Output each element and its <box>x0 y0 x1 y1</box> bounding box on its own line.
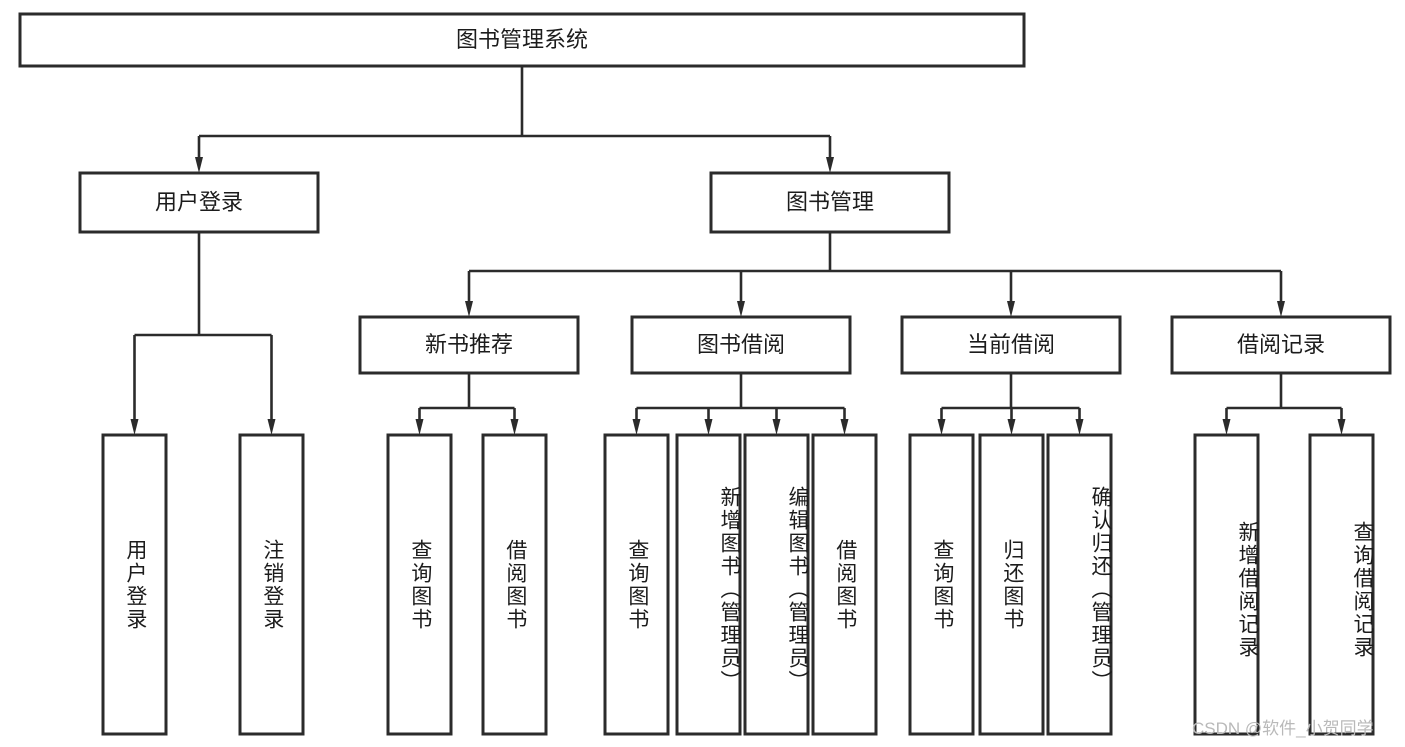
node-label: 借阅记录 <box>1237 332 1325 357</box>
watermark-csdn: CSDN @软件_小贺同学 <box>1192 719 1374 738</box>
arrow-head-icon <box>130 419 139 435</box>
arrow-head-icon <box>267 419 276 435</box>
arrow-head-icon <box>1337 419 1346 435</box>
arrow-head-icon <box>1075 419 1084 435</box>
arrow-head-icon <box>1222 419 1231 435</box>
arrow-head-icon <box>632 419 641 435</box>
node-label: 图书借阅 <box>697 332 785 357</box>
node-box-leaf-add-record[interactable] <box>1193 433 1260 736</box>
arrow-head-icon <box>1277 301 1285 317</box>
node-box-book-borrow[interactable] <box>630 315 852 375</box>
node-box-current-borrow[interactable] <box>900 315 1122 375</box>
node-box-root[interactable] <box>18 12 1026 68</box>
node-label: 图书管理系统 <box>456 27 588 52</box>
arrow-head-icon <box>737 301 745 317</box>
arrow-head-icon <box>772 419 781 435</box>
node-label: 当前借阅 <box>967 332 1055 357</box>
node-box-book-management[interactable] <box>709 171 951 234</box>
arrow-head-icon <box>704 419 713 435</box>
arrow-head-icon <box>415 419 424 435</box>
node-box-leaf-confirm-return[interactable] <box>1046 433 1113 736</box>
node-box-leaf-return-book[interactable] <box>978 433 1045 736</box>
arrow-head-icon <box>1007 301 1015 317</box>
arrow-head-icon <box>1007 419 1016 435</box>
node-box-user-login[interactable] <box>78 171 320 234</box>
arrow-head-icon <box>840 419 849 435</box>
node-box-leaf-borrow-book-2[interactable] <box>811 433 878 736</box>
arrow-head-icon <box>826 157 834 173</box>
arrow-head-icon <box>937 419 946 435</box>
node-box-leaf-edit-book[interactable] <box>743 433 810 736</box>
arrow-head-icon <box>465 301 473 317</box>
node-box-leaf-query-record[interactable] <box>1308 433 1375 736</box>
node-box-leaf-borrow-book-1[interactable] <box>481 433 548 736</box>
node-label: 用户登录 <box>155 189 243 214</box>
node-label: 图书管理 <box>786 189 874 214</box>
connectors-layer <box>130 66 1346 435</box>
arrow-head-icon <box>195 157 203 173</box>
node-box-leaf-add-book[interactable] <box>675 433 742 736</box>
node-box-leaf-query-book-3[interactable] <box>908 433 975 736</box>
node-box-borrow-records[interactable] <box>1170 315 1392 375</box>
node-box-leaf-query-book-1[interactable] <box>386 433 453 736</box>
node-box-leaf-query-book-2[interactable] <box>603 433 670 736</box>
node-label: 新书推荐 <box>425 332 513 357</box>
node-box-leaf-user-login[interactable] <box>101 433 168 736</box>
arrow-head-icon <box>510 419 519 435</box>
node-box-new-book-recommend[interactable] <box>358 315 580 375</box>
node-box-leaf-user-logout[interactable] <box>238 433 305 736</box>
